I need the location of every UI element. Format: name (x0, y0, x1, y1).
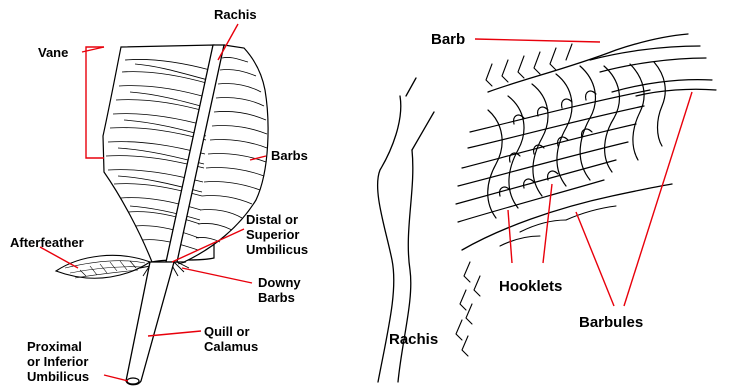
label-proximal-line-1: Proximal (27, 339, 89, 354)
label-rachis: Rachis (214, 7, 257, 22)
barbule-lattice (456, 46, 716, 222)
leader-downy-barbs (182, 268, 252, 283)
leader-hooklets-1 (508, 210, 512, 263)
upper-barb (488, 34, 688, 92)
label-distal-umbilicus: Distal or Superior Umbilicus (246, 212, 308, 257)
label-barbs: Barbs (271, 148, 308, 163)
label-distal-line-2: Superior (246, 227, 308, 242)
label-quill-line-2: Calamus (204, 339, 258, 354)
label-proximal-line-3: Umbilicus (27, 369, 89, 384)
label-quill: Quill or Calamus (204, 324, 258, 354)
leader-barb (475, 39, 600, 42)
label-barb: Barb (431, 31, 465, 48)
label-detail-rachis: Rachis (389, 331, 438, 348)
label-proximal-umbilicus: Proximal or Inferior Umbilicus (27, 339, 89, 384)
leader-vane-bracket (86, 47, 104, 158)
label-quill-line-1: Quill or (204, 324, 258, 339)
quill-shaft (126, 262, 174, 385)
label-hooklets: Hooklets (499, 278, 562, 295)
leader-quill (148, 331, 201, 336)
label-proximal-line-2: or Inferior (27, 354, 89, 369)
label-afterfeather: Afterfeather (10, 235, 84, 250)
label-downy-barbs: Downy Barbs (258, 275, 301, 305)
leader-proximal-umbilicus (104, 375, 128, 381)
leader-afterfeather (40, 247, 78, 268)
label-barbules: Barbules (579, 314, 643, 331)
hooklets-drawing (500, 91, 596, 196)
label-distal-line-1: Distal or (246, 212, 308, 227)
barb-detail-illustration (378, 34, 716, 382)
leader-barbules-1 (576, 212, 614, 306)
upper-barbules (486, 44, 572, 86)
label-distal-line-3: Umbilicus (246, 242, 308, 257)
label-downy-line-1: Downy (258, 275, 301, 290)
label-downy-line-2: Barbs (258, 290, 301, 305)
label-vane: Vane (38, 45, 68, 60)
